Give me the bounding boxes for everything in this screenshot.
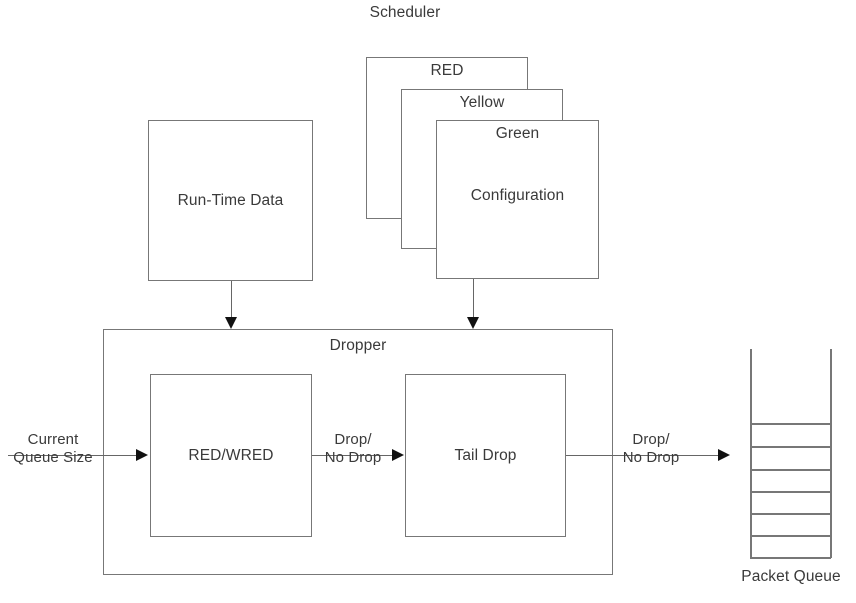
packet-queue-cell-divider bbox=[750, 513, 831, 515]
edge-mid-label: Drop/ No Drop bbox=[324, 431, 382, 466]
scheduler-card-green[interactable] bbox=[436, 120, 599, 279]
connector-config-to-dropper-line bbox=[473, 279, 474, 318]
page-title: Scheduler bbox=[369, 4, 441, 21]
connector-config-to-dropper-arrowhead bbox=[467, 317, 479, 329]
edge-input-label: Current Queue Size bbox=[13, 431, 93, 466]
packet-queue-cell-divider bbox=[750, 491, 831, 493]
edge-input-line bbox=[8, 455, 136, 456]
packet-queue-right-rail bbox=[830, 349, 832, 558]
connector-runtime-to-dropper-arrowhead bbox=[225, 317, 237, 329]
stage-red-wred[interactable] bbox=[150, 374, 312, 537]
packet-queue-cell-divider bbox=[750, 469, 831, 471]
edge-mid-arrowhead bbox=[392, 449, 404, 461]
stage-red-wred-label: RED/WRED bbox=[188, 447, 274, 464]
packet-queue-cell-divider bbox=[750, 423, 831, 425]
packet-queue-label: Packet Queue bbox=[741, 568, 841, 585]
edge-output-label: Drop/ No Drop bbox=[622, 431, 680, 466]
scheduler-card-red-label: RED bbox=[430, 62, 464, 79]
packet-queue-left-rail bbox=[750, 349, 752, 558]
configuration-label: Configuration bbox=[470, 187, 565, 204]
packet-queue-cell-divider bbox=[750, 535, 831, 537]
edge-mid-line bbox=[312, 455, 392, 456]
stage-tail-drop-label: Tail Drop bbox=[454, 447, 517, 464]
edge-output-line bbox=[566, 455, 718, 456]
edge-output-arrowhead bbox=[718, 449, 730, 461]
scheduler-card-green-label: Green bbox=[495, 125, 540, 142]
run-time-data-label: Run-Time Data bbox=[177, 192, 284, 209]
edge-input-arrowhead bbox=[136, 449, 148, 461]
scheduler-card-yellow-label: Yellow bbox=[459, 94, 505, 111]
run-time-data-block[interactable] bbox=[148, 120, 313, 281]
dropper-label: Dropper bbox=[329, 337, 387, 354]
packet-queue-cell-divider bbox=[750, 446, 831, 448]
packet-queue-bottom bbox=[750, 557, 831, 559]
connector-runtime-to-dropper-line bbox=[231, 281, 232, 318]
stage-tail-drop[interactable] bbox=[405, 374, 566, 537]
